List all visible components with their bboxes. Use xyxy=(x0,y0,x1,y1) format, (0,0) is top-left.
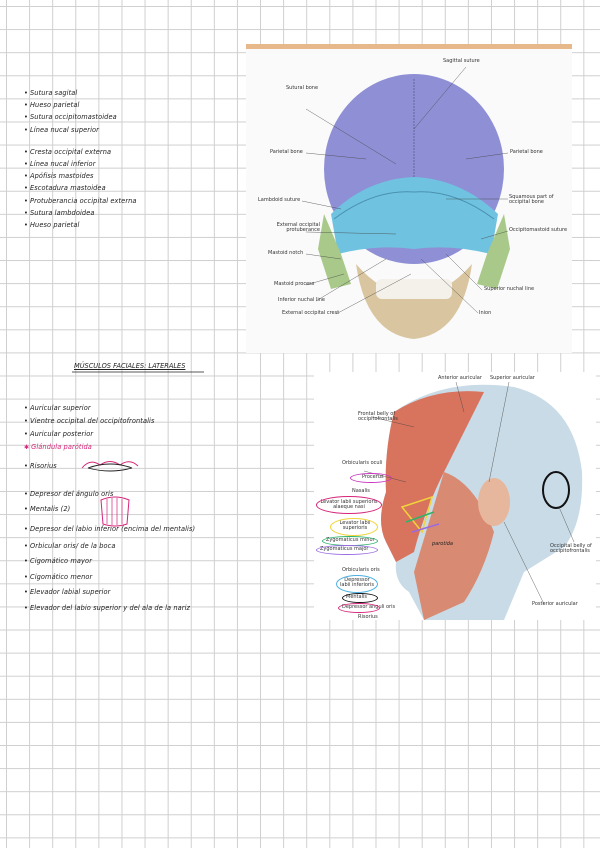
occipital-belly-marker xyxy=(542,471,570,509)
depressor-labii-highlight-oval xyxy=(336,575,378,593)
label-parotid-note: parotida xyxy=(432,541,453,547)
zygomaticus-major-highlight-oval xyxy=(316,545,378,555)
note-item: Hueso parietal xyxy=(24,222,137,234)
skull-notes-list: Sutura sagital Hueso parietal Sutura occ… xyxy=(24,90,137,234)
levator-labii-highlight-oval xyxy=(330,518,378,536)
cheek-muscle-shape xyxy=(414,472,494,620)
skull-illustration xyxy=(301,66,510,339)
note-item: Auricular posterior xyxy=(24,431,195,444)
teeth-shape xyxy=(376,279,452,299)
note-item: Cigomático menor xyxy=(24,573,195,589)
risorius-lips-sketch xyxy=(81,461,139,472)
label-lambdoid-suture: Lambdoid suture xyxy=(258,197,301,203)
left-mastoid-shape xyxy=(318,214,351,289)
note-item: Cresta occipital externa xyxy=(24,148,137,161)
label-superior-nuchal-line: Superior nuchal line xyxy=(484,286,535,292)
note-item: Sutura sagital xyxy=(24,90,137,102)
note-item-highlight: Glándula parótida xyxy=(24,444,195,457)
depressor-anguli-highlight-oval xyxy=(338,603,380,613)
note-item: Línea nucal superior xyxy=(24,126,137,139)
note-item: Auricular superior xyxy=(24,405,195,418)
mentalis-muscle-sketch xyxy=(100,496,130,527)
note-item: Apófisis mastoides xyxy=(24,173,137,185)
label-orbicularis-oris: Orbicularis oris xyxy=(342,567,380,573)
note-item: Mentalis (2) xyxy=(24,506,195,526)
label-external-occipital-protuberance: External occipital protuberance xyxy=(276,222,320,233)
note-item: Sutura lambdoidea xyxy=(24,209,137,222)
label-mastoid-notch: Mastoid notch xyxy=(268,250,304,256)
note-item: Elevador labial superior xyxy=(24,589,195,604)
note-item: Elevador del labio superior y del ala de… xyxy=(24,604,195,620)
section-heading: MÚSCULOS FACIALES: LATERALES xyxy=(74,362,186,370)
ear-shape xyxy=(478,478,510,526)
skull-posterior-figure: Sagittal suture Sutural bone Parietal bo… xyxy=(246,44,572,353)
label-squamous-occipital: Squamous part of occipital bone xyxy=(509,194,554,205)
label-occipitomastoid-suture: Occipitomastoid suture xyxy=(509,227,568,233)
note-item: Risorius xyxy=(24,457,195,487)
note-item: Orbicular oris/ de la boca xyxy=(24,543,195,558)
label-inion: Inion xyxy=(479,310,492,316)
label-sutural-bone: Sutural bone xyxy=(286,85,319,91)
note-item: Sutura occipitomastoidea xyxy=(24,114,137,126)
mentalis-highlight-oval xyxy=(342,593,378,603)
label-orbicularis-oculi: Orbicularis oculi xyxy=(342,460,383,466)
note-item: Protuberancia occipital externa xyxy=(24,197,137,210)
note-item: Escotadura mastoidea xyxy=(24,185,137,197)
label-occipital-belly: Occipital belly of occipitofrontalis xyxy=(550,543,592,554)
label-anterior-auricular: Anterior auricular xyxy=(438,375,482,381)
label-sagittal-suture: Sagittal suture xyxy=(443,58,480,64)
label-nasalis: Nasalis xyxy=(352,488,370,494)
note-item: Depresor del ángulo oris xyxy=(24,487,195,506)
occipital-bone-shape xyxy=(331,177,498,254)
note-item: Depresor del labio inferior (encima del … xyxy=(24,526,195,543)
muscle-notes-list: Auricular superior Vientre occipital del… xyxy=(24,405,195,620)
procerus-highlight-oval xyxy=(350,473,392,483)
note-item: Cigomático mayor xyxy=(24,558,195,573)
label-posterior-auricular: Posterior auricular xyxy=(532,601,578,607)
levator-alaeque-highlight-oval xyxy=(316,496,382,514)
facial-muscles-figure: Anterior auricular Superior auricular Fr… xyxy=(314,372,596,620)
label-parietal-bone-left: Parietal bone xyxy=(270,149,303,155)
label-mastoid-process: Mastoid process xyxy=(274,281,315,287)
note-item: Línea nucal inferior xyxy=(24,161,137,173)
heading-underline xyxy=(72,371,204,373)
mandible-shape xyxy=(356,264,472,339)
face-muscle-shape xyxy=(381,391,484,562)
label-inferior-nuchal-line: Inferior nuchal line xyxy=(278,297,325,303)
label-parietal-bone-right: Parietal bone xyxy=(510,149,543,155)
label-external-occipital-crest: External occipital crest xyxy=(282,310,340,316)
label-risorius: Risorius xyxy=(358,614,378,620)
note-item: Hueso parietal xyxy=(24,102,137,114)
note-item: Vientre occipital del occipitofrontalis xyxy=(24,418,195,431)
label-frontal-belly: Frontal belly of occipitofrontalis xyxy=(358,411,398,422)
face-illustration xyxy=(363,381,583,620)
label-superior-auricular: Superior auricular xyxy=(490,375,535,381)
